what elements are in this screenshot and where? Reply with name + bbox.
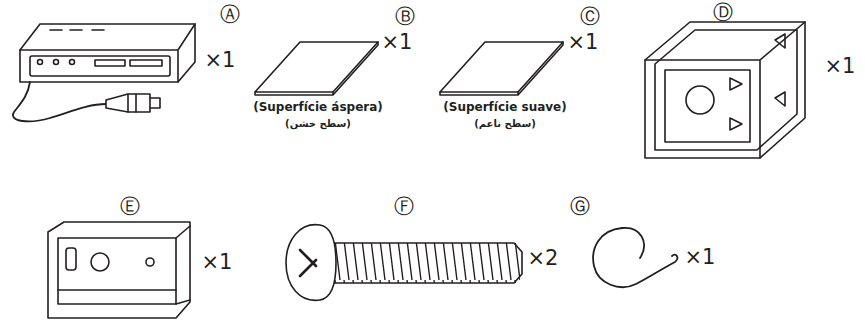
quantity: ×1 xyxy=(205,50,236,71)
quantity: ×1 xyxy=(202,252,233,273)
screw xyxy=(286,225,522,301)
quantity: ×1 xyxy=(825,56,856,77)
callout-letter: Ⓕ xyxy=(394,196,414,216)
quantity: ×1 xyxy=(685,247,716,268)
quantity: ×1 xyxy=(568,32,599,53)
callout-letter: Ⓓ xyxy=(713,2,733,22)
quantity: ×1 xyxy=(382,32,413,53)
front-plate xyxy=(48,222,190,318)
callout-letter: Ⓐ xyxy=(220,4,240,24)
callout-letter: Ⓖ xyxy=(570,196,590,216)
callout-letter: Ⓒ xyxy=(580,6,600,26)
surface-note: (Superfície áspera) xyxy=(253,101,383,113)
surface-note: (سطح ناعم) xyxy=(474,119,536,129)
rough-pad xyxy=(255,42,378,95)
surface-note: (Superfície suave) xyxy=(443,101,566,113)
surface-note: (سطح خشن) xyxy=(285,119,351,129)
quantity: ×2 xyxy=(528,248,559,269)
display-unit xyxy=(13,24,195,121)
spring-wire xyxy=(593,228,677,287)
callout-letter: Ⓔ xyxy=(120,196,140,216)
mounting-bracket xyxy=(645,22,805,158)
callout-letter: Ⓑ xyxy=(395,6,415,26)
smooth-pad xyxy=(440,42,563,95)
